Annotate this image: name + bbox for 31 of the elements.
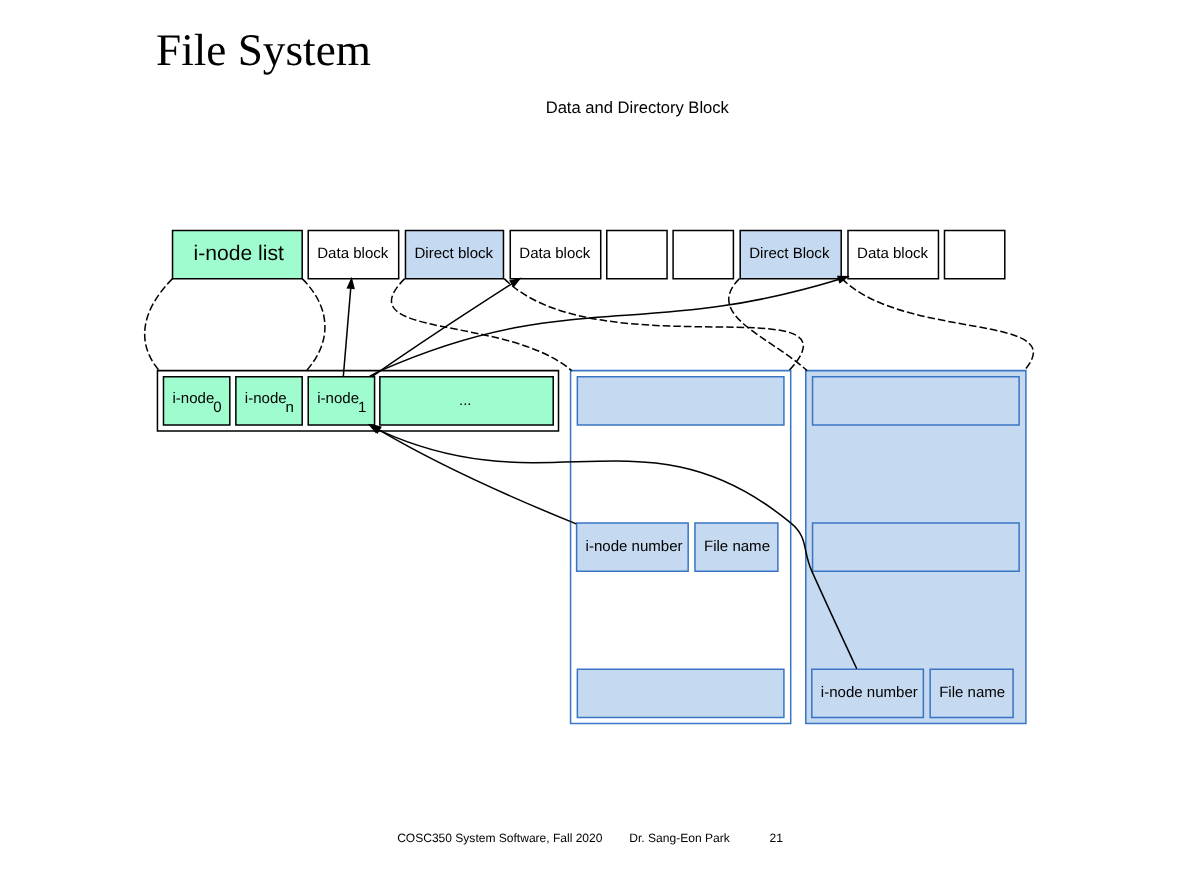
node-box xyxy=(575,668,784,719)
node-box xyxy=(605,229,667,280)
arrow xyxy=(341,276,354,378)
connector xyxy=(389,277,572,372)
connector xyxy=(502,277,802,372)
node-box xyxy=(810,375,1019,426)
node-box xyxy=(942,229,1005,280)
connector xyxy=(727,277,807,372)
arrow xyxy=(370,277,521,378)
label: Data and Directory Block xyxy=(544,96,728,117)
connector xyxy=(300,277,325,372)
node-box xyxy=(575,375,784,426)
arrow xyxy=(367,275,849,378)
node-box: Data block xyxy=(508,229,601,280)
node-box: i-node number xyxy=(810,668,924,719)
cluster xyxy=(568,369,791,725)
node-box: Direct block xyxy=(403,229,504,280)
diagram-title: File System xyxy=(155,24,370,75)
cluster xyxy=(804,369,1026,725)
node-box: Direct Block xyxy=(738,229,841,280)
node-box: Data block xyxy=(306,229,399,280)
connector xyxy=(142,277,173,372)
node-box xyxy=(671,229,734,280)
node-box: Data block xyxy=(846,229,939,280)
node-box: i-node number xyxy=(574,522,688,572)
node-box: File name xyxy=(928,668,1013,719)
node-box: ... xyxy=(378,375,553,426)
node-box: File name xyxy=(693,522,778,572)
node-box xyxy=(810,522,1019,572)
connector xyxy=(840,277,1033,372)
node-box: i-node list xyxy=(170,229,302,280)
